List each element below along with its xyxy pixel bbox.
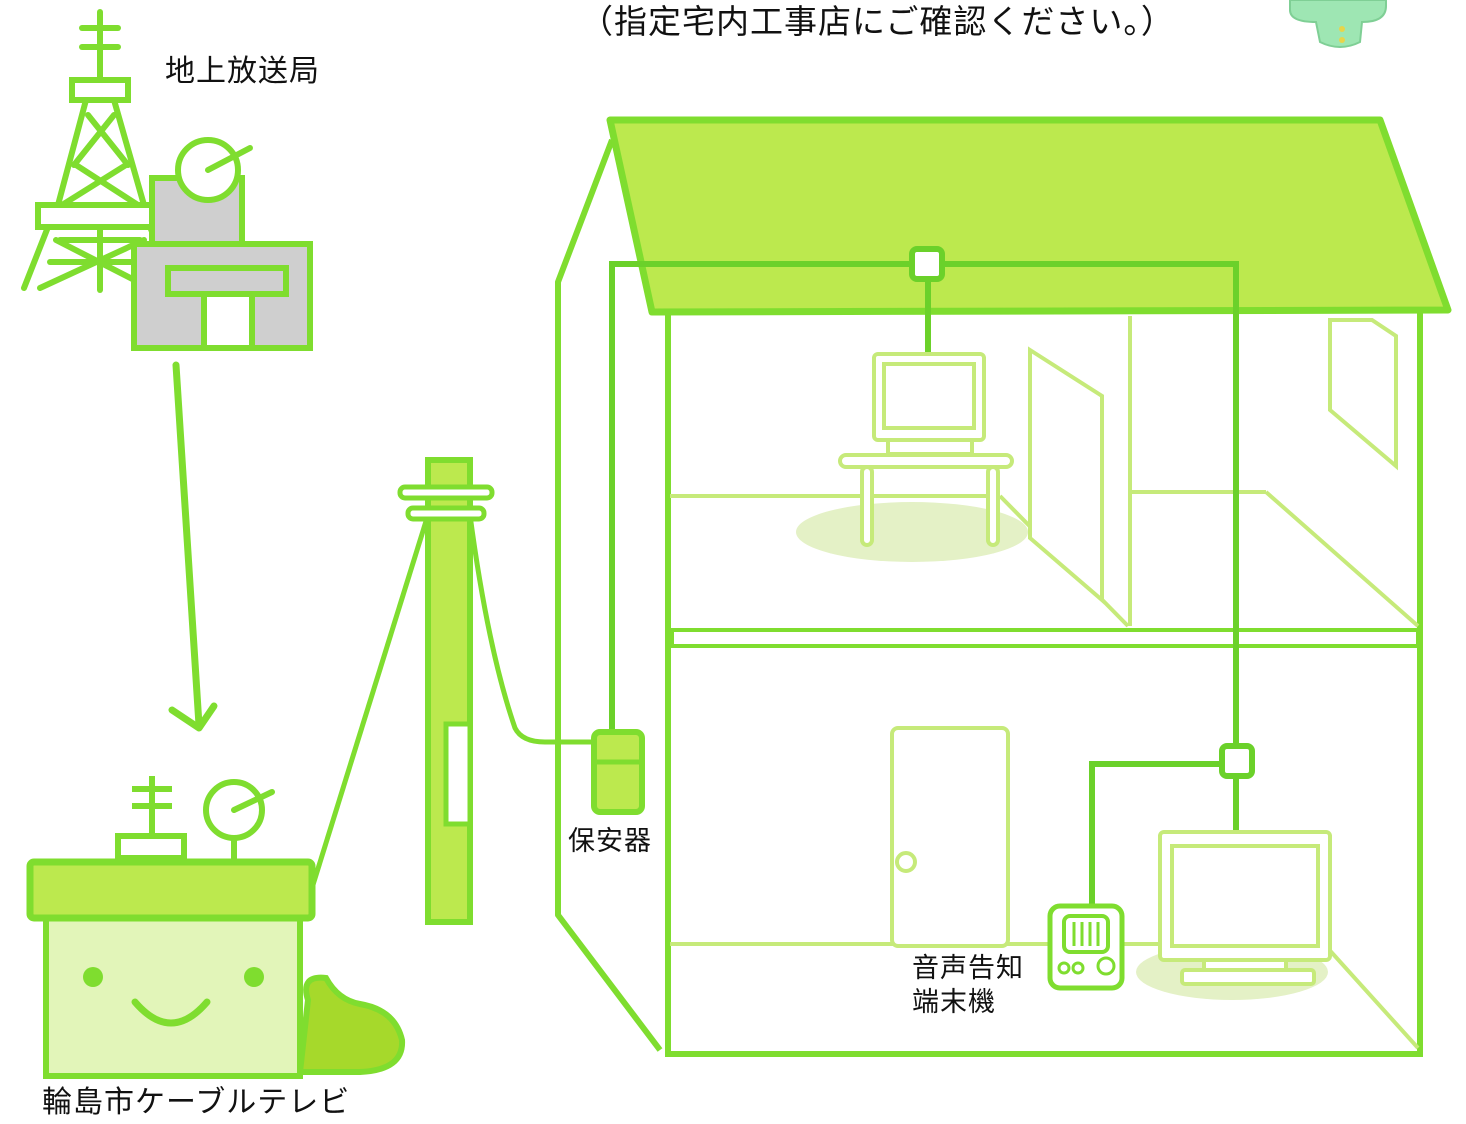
mascot-character-icon (1289, 0, 1387, 48)
broadcast-station-label: 地上放送局 (165, 54, 320, 89)
voice-notification-terminal-icon (1047, 903, 1125, 991)
protector-device-icon (591, 729, 645, 815)
lower-splitter-icon (1219, 743, 1255, 779)
cable-tv-center-building-icon (26, 776, 406, 1079)
utility-pole-icon (309, 457, 600, 925)
cable-tv-label: 輪島市ケーブルテレビ (42, 1085, 351, 1120)
terminal-label-line2: 端末機 (912, 987, 996, 1018)
terminal-label: 音声告知 端末機 (912, 952, 1024, 1020)
signal-arrow-icon (168, 361, 218, 732)
broadcast-station-building-icon (131, 137, 313, 351)
installer-note: （指定宅内工事店にご確認ください。） (580, 2, 1175, 41)
upper-splitter-icon (909, 246, 945, 282)
terminal-label-line1: 音声告知 (912, 953, 1024, 984)
downstairs-tv-icon (1136, 830, 1332, 1000)
upstairs-tv-icon (796, 352, 1028, 562)
broadcast-tower-icon (21, 9, 179, 293)
protector-label: 保安器 (568, 826, 652, 857)
